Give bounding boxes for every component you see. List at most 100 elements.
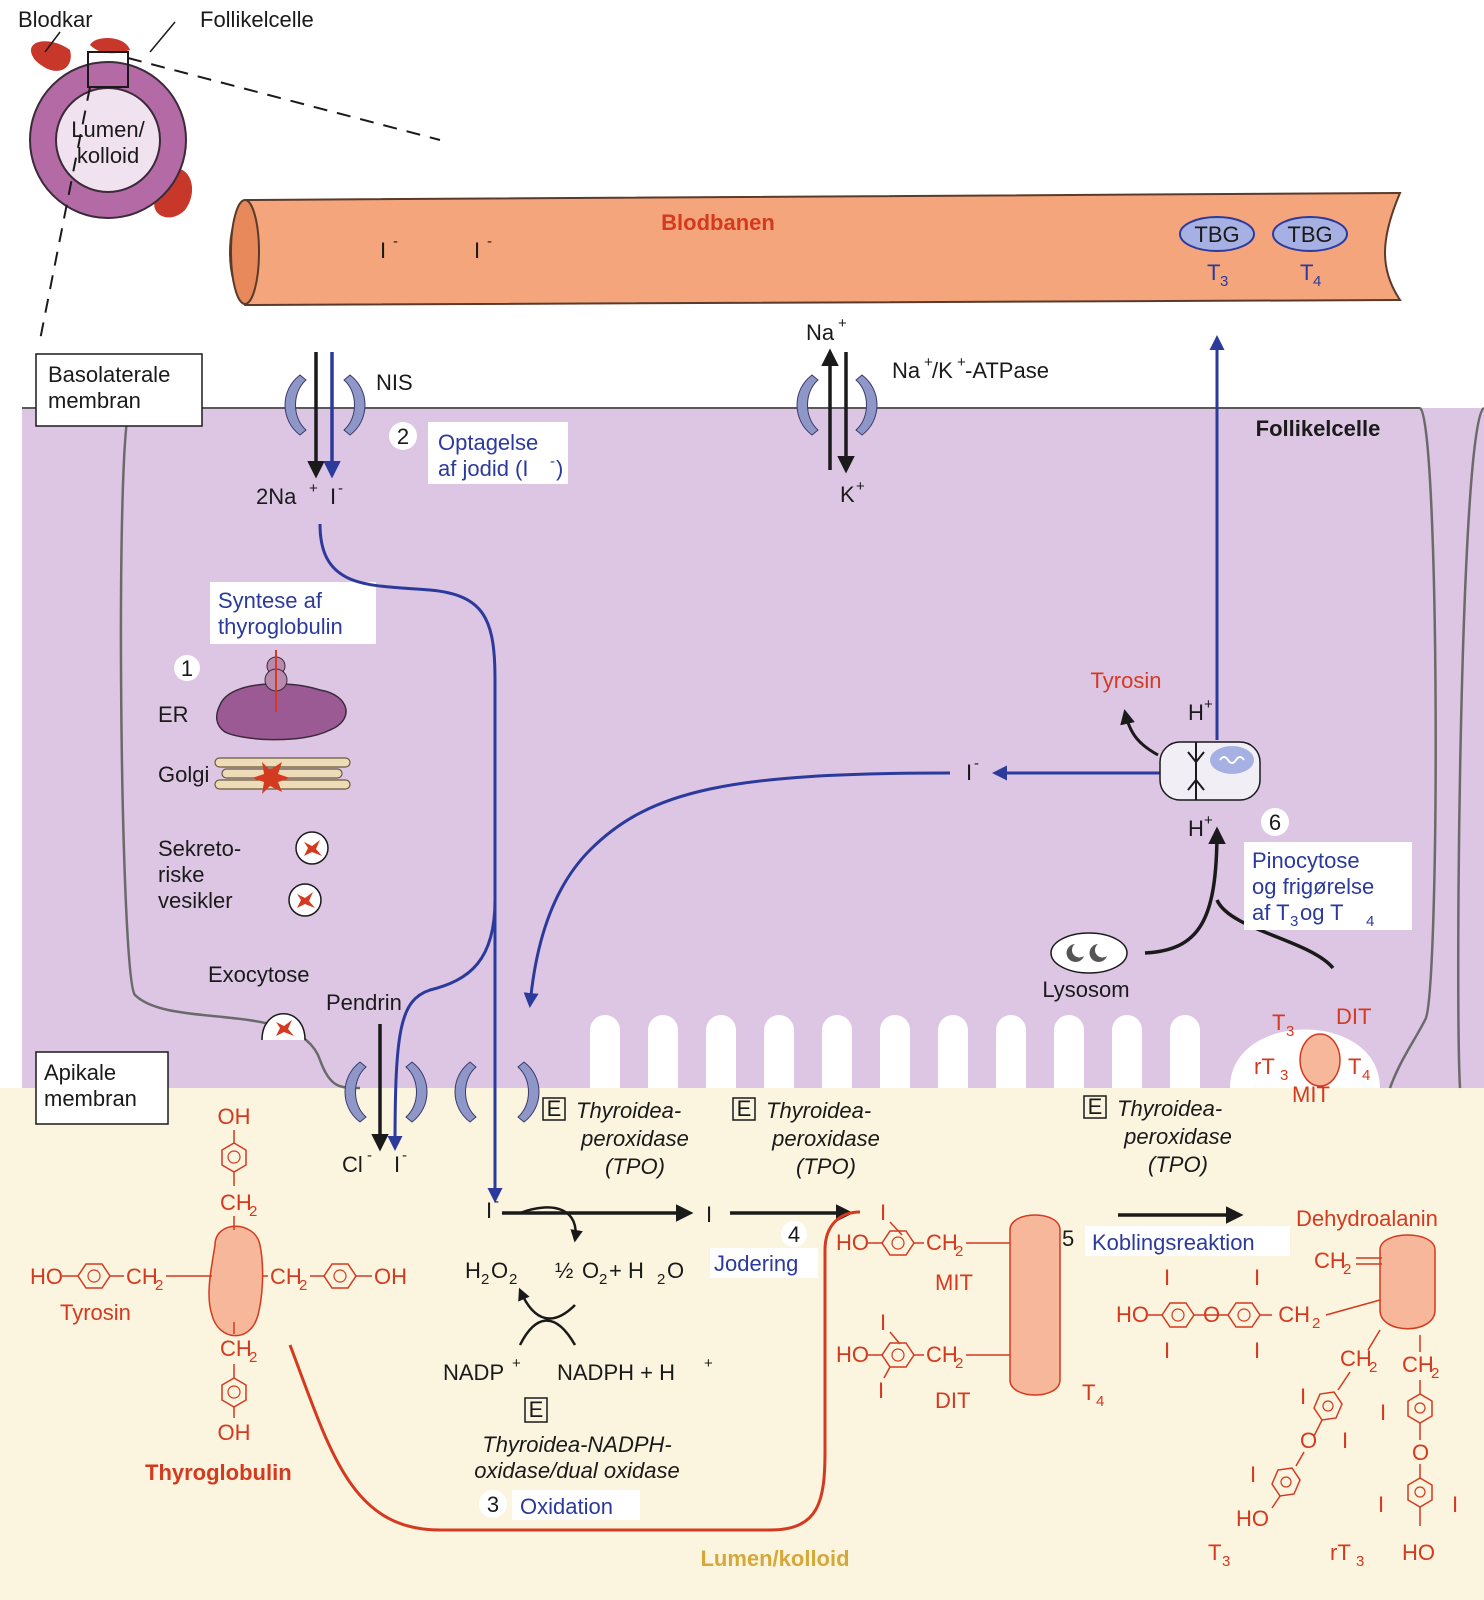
svg-text:OH: OH <box>218 1104 251 1129</box>
svg-text:membran: membran <box>48 388 141 413</box>
svg-text:1: 1 <box>181 656 193 681</box>
na-k-atpase: Na + Na + /K + -ATPase K + <box>796 315 1049 507</box>
tyrosin-chem-label: Tyrosin <box>60 1300 131 1325</box>
svg-text:+: + <box>924 354 933 371</box>
sekreto-label-1: Sekreto- <box>158 836 241 861</box>
svg-text:I: I <box>1254 1338 1260 1363</box>
svg-text:I: I <box>1300 1384 1306 1409</box>
svg-text:HO: HO <box>1236 1506 1269 1531</box>
svg-text:af jodid (I: af jodid (I <box>438 456 529 481</box>
svg-text:-: - <box>550 453 555 470</box>
basolateral-label-box: Basolaterale membran <box>35 353 203 427</box>
svg-text:2: 2 <box>1431 1365 1439 1382</box>
svg-text:OH: OH <box>374 1264 407 1289</box>
svg-text:+ H: + H <box>609 1258 644 1283</box>
svg-text:(TPO): (TPO) <box>796 1154 856 1179</box>
svg-text:2: 2 <box>599 1271 607 1288</box>
blood-vessel: Blodbanen I - I - TBG TBG T 3 T 4 <box>229 191 1402 307</box>
svg-text:+: + <box>838 315 847 332</box>
nis-label: NIS <box>376 370 413 395</box>
lumen-kolloid-label: Lumen/kolloid <box>700 1546 849 1571</box>
i-apical-label: I <box>394 1152 400 1177</box>
svg-text:4: 4 <box>1313 273 1321 290</box>
step-1-synthesis: Syntese af thyroglobulin 1 ER Golgi Sekr… <box>158 582 376 1041</box>
svg-text:Optagelse: Optagelse <box>438 430 538 455</box>
svg-text:3: 3 <box>1222 1553 1230 1570</box>
svg-text:I: I <box>1164 1265 1170 1290</box>
sekreto-label-2: riske <box>158 862 204 887</box>
na-label: Na <box>806 320 835 345</box>
svg-text:3: 3 <box>1220 273 1228 290</box>
svg-text:2: 2 <box>1312 1315 1320 1332</box>
svg-text:2: 2 <box>481 1271 489 1288</box>
svg-text:I: I <box>1250 1462 1256 1487</box>
svg-text:2: 2 <box>509 1271 517 1288</box>
svg-text:DIT: DIT <box>935 1388 970 1413</box>
svg-text:oxidase/dual oxidase: oxidase/dual oxidase <box>474 1458 679 1483</box>
svg-text:O: O <box>1412 1440 1429 1465</box>
svg-text:O: O <box>491 1258 508 1283</box>
svg-text:2: 2 <box>249 1349 257 1366</box>
thyroglobulin-backbone <box>288 1210 861 1532</box>
svg-text:4: 4 <box>788 1222 800 1247</box>
two-na-label: 2Na <box>256 484 297 509</box>
svg-text:CH: CH <box>270 1264 302 1289</box>
lysosom-label: Lysosom <box>1042 977 1129 1002</box>
svg-text:CH: CH <box>126 1264 158 1289</box>
nadph-label: NADPH + H <box>557 1360 675 1385</box>
svg-text:I: I <box>880 1200 886 1225</box>
iodide-path-pendrin <box>387 899 497 1151</box>
svg-text:2: 2 <box>249 1203 257 1220</box>
cl-label: Cl <box>342 1152 363 1177</box>
svg-text:-: - <box>494 1193 499 1210</box>
h-plus-bottom: H <box>1188 816 1204 841</box>
svg-text:peroxidase: peroxidase <box>1123 1124 1232 1149</box>
thyroglobulin-label: Thyroglobulin <box>145 1460 292 1485</box>
svg-text:I: I <box>1452 1492 1458 1517</box>
svg-text:HO: HO <box>836 1342 869 1367</box>
svg-text:og frigørelse: og frigørelse <box>1252 874 1374 899</box>
svg-text:(TPO): (TPO) <box>1148 1152 1208 1177</box>
svg-text:-: - <box>402 1147 407 1164</box>
step-3-oxidation: 3 Oxidation <box>479 1490 640 1520</box>
svg-text:CH: CH <box>220 1190 252 1215</box>
svg-text:CH: CH <box>1314 1248 1346 1273</box>
svg-text:E: E <box>547 1096 562 1121</box>
svg-text:CH: CH <box>1278 1302 1310 1327</box>
pendrin-label: Pendrin <box>326 990 402 1015</box>
svg-text:/K: /K <box>932 358 953 383</box>
svg-text:E: E <box>529 1397 544 1422</box>
svg-text:DIT: DIT <box>1336 1004 1371 1029</box>
vessel-t4: T <box>1300 260 1313 285</box>
svg-text:Apikale: Apikale <box>44 1060 116 1085</box>
dehydroalanin-label: Dehydroalanin <box>1296 1206 1438 1231</box>
half-o2-label: ½ <box>555 1258 573 1283</box>
lumen-background <box>0 1088 1484 1600</box>
tpo-enzyme-1: E Thyroidea- peroxidase (TPO) <box>542 1096 689 1179</box>
vessel-iodide-1: I <box>380 238 386 263</box>
svg-text:-ATPase: -ATPase <box>965 358 1049 383</box>
svg-text:I: I <box>1342 1428 1348 1453</box>
svg-text:+: + <box>957 354 966 371</box>
svg-text:O: O <box>1300 1428 1317 1453</box>
svg-text:Oxidation: Oxidation <box>520 1494 613 1519</box>
svg-text:-: - <box>487 233 492 250</box>
svg-text:+: + <box>512 1355 521 1372</box>
svg-text:-: - <box>393 233 398 250</box>
svg-text:I: I <box>1378 1492 1384 1517</box>
svg-text:CH: CH <box>926 1230 958 1255</box>
svg-text:-: - <box>974 755 979 772</box>
svg-text:CH: CH <box>220 1336 252 1361</box>
svg-text:HO: HO <box>1402 1540 1435 1565</box>
k-label: K <box>840 482 855 507</box>
follicle-inset: Blodkar Follikelcelle Lumen/ kolloid <box>18 7 441 341</box>
svg-text:CH: CH <box>1340 1346 1372 1371</box>
tbg-oval-2 <box>1272 216 1348 252</box>
svg-text:3: 3 <box>487 1492 499 1517</box>
svg-text:I: I <box>1380 1400 1386 1425</box>
svg-text:peroxidase: peroxidase <box>771 1126 880 1151</box>
svg-text:T: T <box>1082 1380 1095 1405</box>
svg-text:af T: af T <box>1252 900 1290 925</box>
svg-text:2: 2 <box>657 1271 665 1288</box>
